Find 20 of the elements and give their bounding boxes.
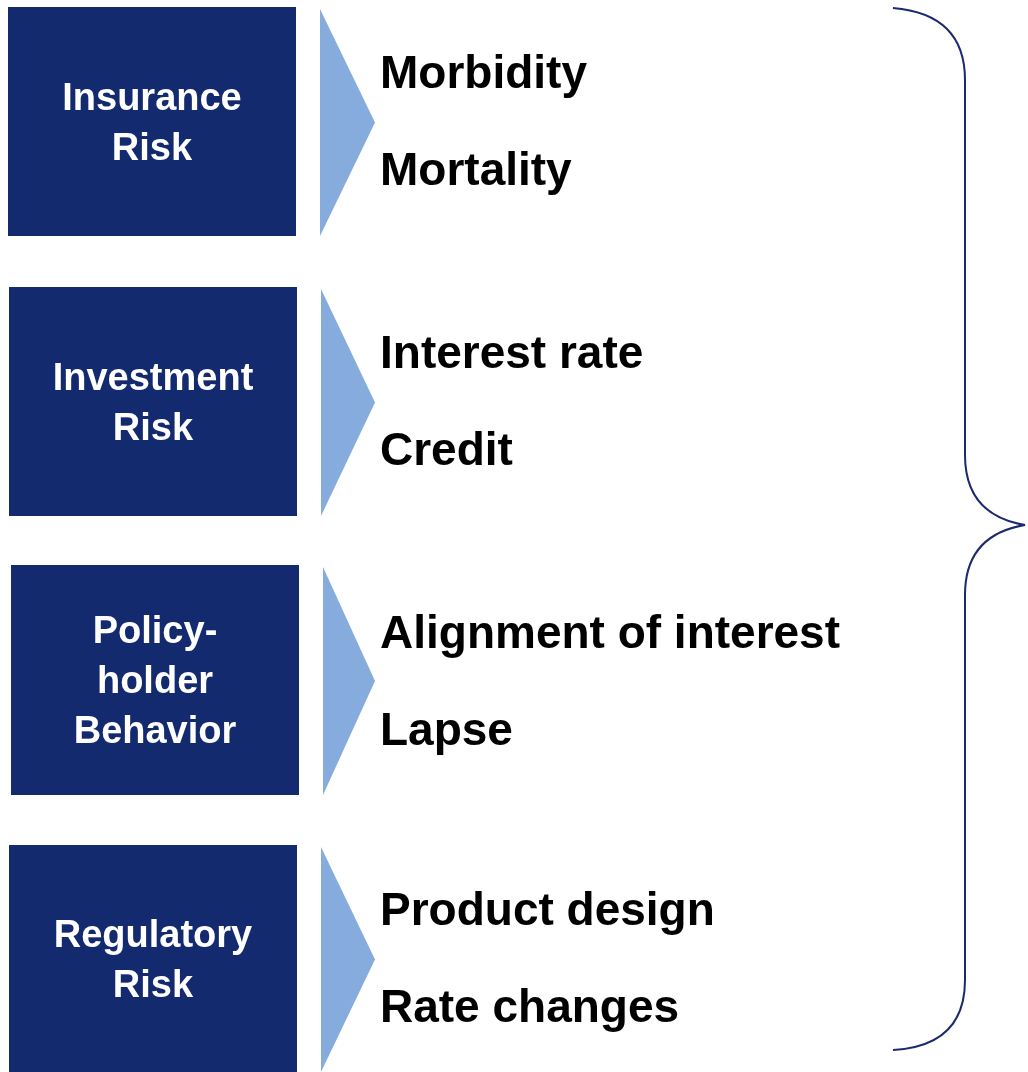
risk-item-text: Interest rate (380, 325, 644, 379)
chevron-arrow (321, 847, 375, 1072)
category-label: Regulatory Risk (52, 911, 254, 1007)
category-label: Investment Risk (51, 354, 255, 450)
risk-item-text: Mortality (380, 142, 572, 196)
category-label: Insurance Risk (61, 74, 243, 170)
risk-item-text: Morbidity (380, 45, 587, 99)
risk-item-text: Rate changes (380, 979, 680, 1033)
risk-item-text: Lapse (380, 702, 513, 756)
chevron-arrow (323, 567, 375, 795)
chevron-arrow (320, 9, 375, 236)
risk-category-box (9, 845, 297, 1072)
chevron-arrow (321, 289, 375, 516)
risk-item-text: Alignment of interest (380, 605, 841, 659)
risk-item-text: Credit (380, 422, 513, 476)
category-label: Policy-holder Behavior (72, 608, 238, 753)
risk-category-box (11, 565, 299, 795)
risk-category-box (9, 287, 297, 516)
risk-item-text: Product design (380, 882, 715, 936)
risk-category-box (8, 7, 296, 236)
